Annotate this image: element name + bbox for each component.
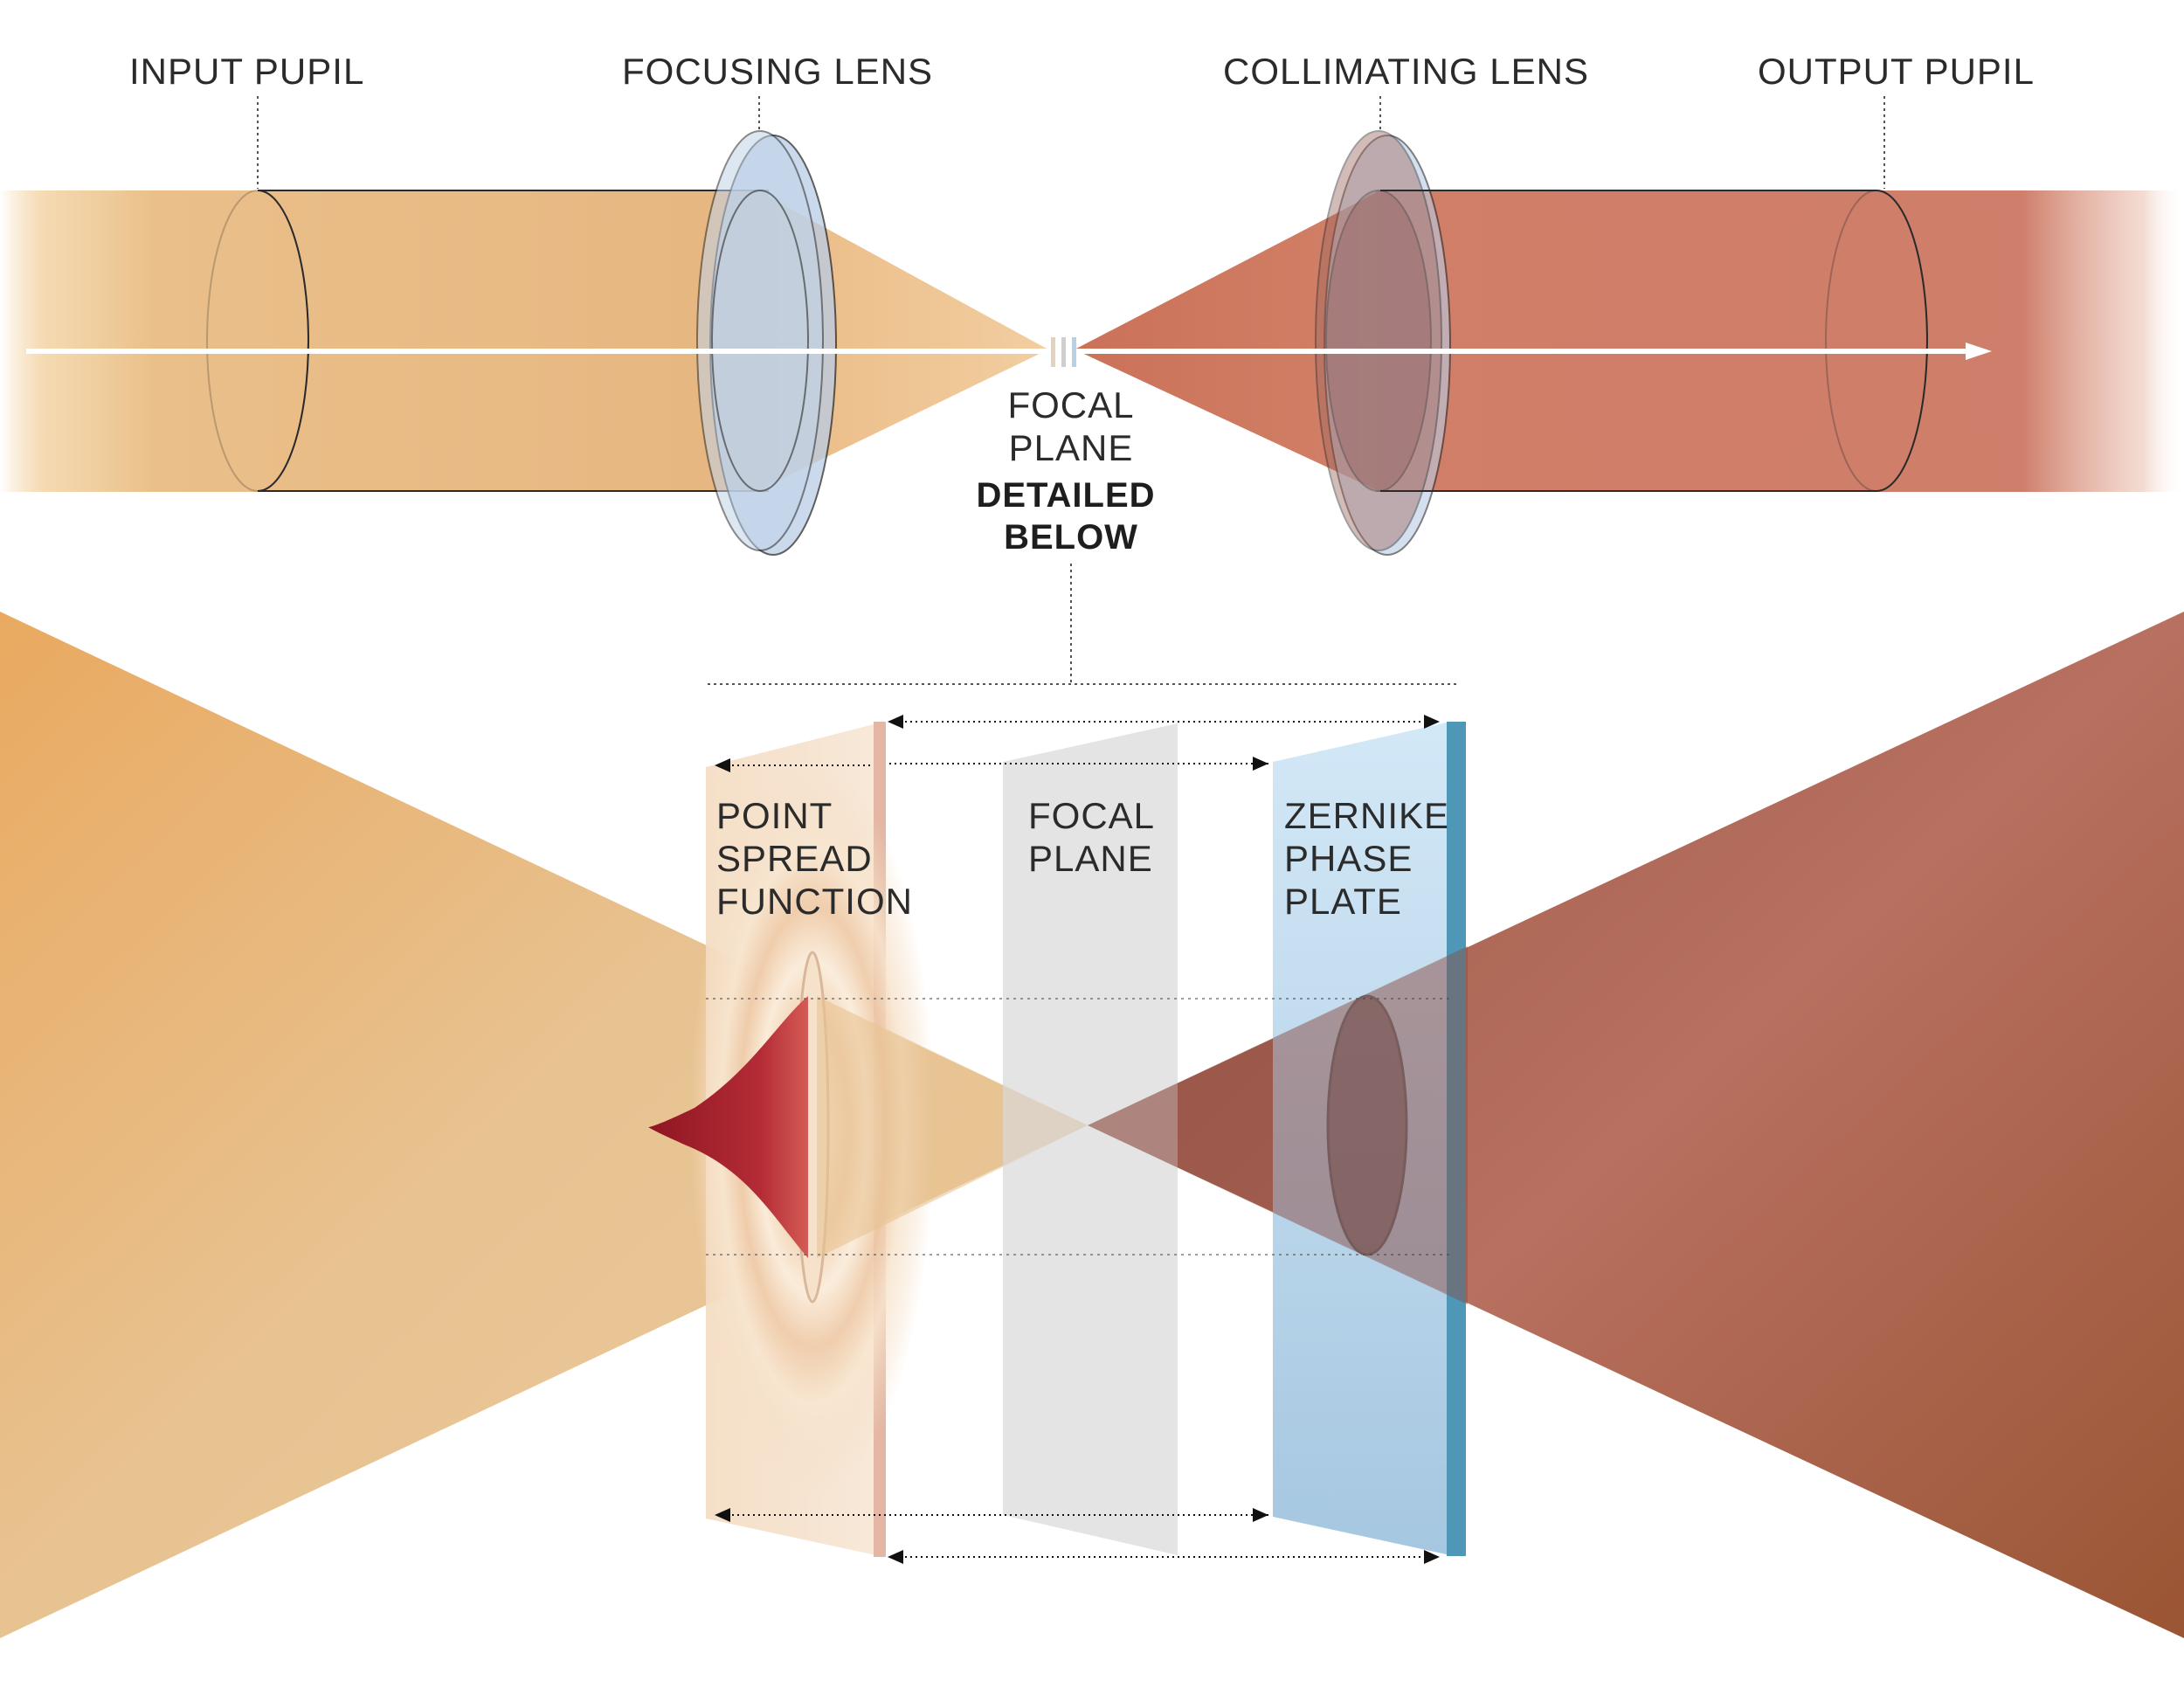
top-optical-train: INPUT PUPIL FOCUSING LENS COLLIMATING LE… — [0, 51, 2184, 685]
psf-peak — [648, 996, 808, 1258]
collimating-lens — [1315, 130, 1451, 556]
label-psf-line1: POINT — [716, 795, 833, 836]
label-zernike-line2: PHASE — [1284, 838, 1413, 879]
output-cone — [1075, 190, 1380, 492]
label-psf-line2: SPREAD — [716, 838, 873, 879]
detail-input-cone-overlay — [817, 996, 1088, 1258]
focal-plane-detail: POINT SPREAD FUNCTION FOCAL PLANE ZERNIK… — [0, 612, 2184, 1638]
output-beam — [1376, 190, 2184, 492]
focal-point-plates — [1051, 337, 1076, 367]
zernike-phase-dot — [1326, 994, 1408, 1256]
output-pupil-cylinder — [1380, 190, 1928, 492]
label-detailed: DETAILED — [976, 476, 1155, 515]
label-psf-line3: FUNCTION — [716, 881, 913, 922]
label-focusing-lens: FOCUSING LENS — [622, 51, 933, 92]
label-focal-line1: FOCAL — [1028, 795, 1155, 836]
label-focal-plane-line2: PLANE — [1009, 427, 1134, 468]
zernike-phase-plate — [1273, 722, 1466, 1556]
psf-plate — [648, 722, 935, 1557]
detail-output-cone-overlay — [1088, 946, 1468, 1304]
label-zernike-line1: ZERNIKE — [1284, 795, 1449, 836]
input-pupil-cylinder — [206, 190, 769, 492]
label-focal-line2: PLANE — [1028, 838, 1153, 879]
focal-plate — [1003, 723, 1178, 1555]
label-below: BELOW — [1004, 518, 1138, 557]
detail-output-cone — [1088, 612, 2184, 1638]
focusing-lens — [696, 130, 837, 556]
detail-input-cone — [0, 612, 1088, 1638]
label-zernike-line3: PLATE — [1284, 881, 1402, 922]
label-output-pupil: OUTPUT PUPIL — [1758, 51, 2035, 92]
label-collimating-lens: COLLIMATING LENS — [1223, 51, 1589, 92]
input-beam — [0, 190, 769, 492]
optical-axis-arrowhead — [1966, 342, 1992, 360]
label-focal-plane-line1: FOCAL — [1007, 384, 1134, 425]
label-input-pupil: INPUT PUPIL — [129, 51, 364, 92]
